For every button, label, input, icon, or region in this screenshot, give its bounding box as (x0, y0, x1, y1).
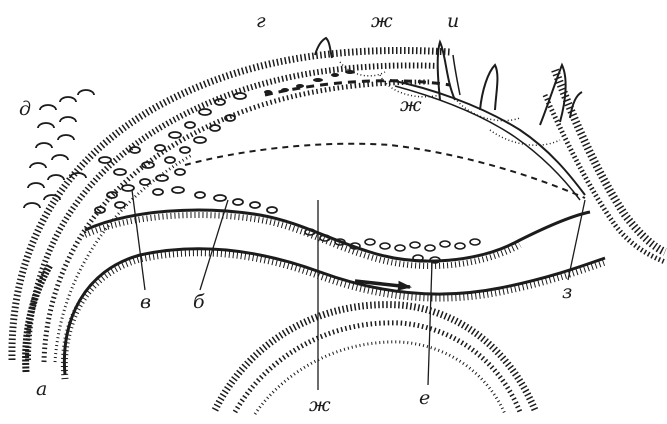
cell (194, 137, 206, 143)
cell (172, 187, 184, 193)
cell (440, 241, 450, 247)
cell (48, 175, 64, 180)
right-band-outer (555, 70, 665, 252)
label-zh-mid: ж (309, 396, 331, 415)
cell (99, 157, 111, 163)
cell (156, 175, 168, 181)
label-b: б (193, 293, 205, 312)
cell (78, 90, 94, 95)
cell (95, 207, 105, 213)
label-d: д (19, 100, 31, 119)
label-v: в (140, 293, 151, 312)
outer-layer-1 (12, 50, 450, 360)
cell (395, 245, 405, 251)
right-wall (315, 38, 665, 262)
label-zh-top: ж (371, 12, 393, 31)
lower-arch-1 (215, 305, 535, 410)
label-g: г (256, 12, 266, 31)
cell (180, 147, 190, 153)
cell (175, 169, 185, 175)
label-a: а (36, 380, 47, 399)
membrane-line-2 (395, 86, 580, 200)
lower-arch-2 (235, 323, 520, 412)
cell (28, 183, 44, 188)
epithelium-line (85, 210, 590, 261)
cell (331, 73, 339, 77)
label-z: з (562, 283, 572, 302)
cell (425, 245, 435, 251)
cell (345, 70, 355, 74)
label-e: е (419, 389, 430, 408)
cell (214, 195, 226, 201)
cell (233, 199, 243, 205)
cell (250, 202, 260, 208)
cell (165, 157, 175, 163)
lower-arch (215, 305, 535, 414)
cell (264, 90, 272, 94)
cell (199, 109, 211, 115)
cell (169, 132, 181, 138)
label-zh-bottom: ж (400, 96, 422, 115)
membrane-pointer-i (453, 55, 460, 95)
cell (234, 93, 246, 99)
cell (36, 143, 52, 148)
cell (470, 239, 480, 245)
cell (60, 97, 76, 102)
cell (455, 243, 465, 249)
cell (365, 239, 375, 245)
cell (313, 78, 323, 82)
cell (281, 88, 289, 92)
spike-3 (540, 65, 566, 125)
cell (30, 163, 46, 168)
cell (380, 243, 390, 249)
leader-e (428, 262, 432, 385)
cell (155, 145, 165, 151)
cell (115, 202, 125, 208)
cell-cluster-upper (95, 93, 277, 213)
cell (44, 195, 60, 200)
cell (52, 155, 68, 160)
cell (24, 203, 40, 208)
cell (296, 84, 304, 88)
label-i: и (447, 12, 459, 31)
cell (140, 179, 150, 185)
cell (267, 207, 277, 213)
cavity-dashed-outline (185, 144, 585, 198)
lumen-ticks (64, 253, 605, 379)
cell (215, 99, 225, 105)
cell (410, 242, 420, 248)
lower-arch-3 (255, 342, 505, 414)
leader-v (132, 190, 145, 290)
cell (38, 123, 54, 128)
cell (210, 125, 220, 131)
spike-2 (480, 65, 497, 110)
cell (185, 122, 195, 128)
cell (107, 192, 117, 198)
cell (40, 105, 56, 110)
leader-b (200, 200, 228, 290)
cell (58, 135, 74, 140)
cell (114, 169, 126, 175)
cell (153, 189, 163, 195)
cell (130, 147, 140, 153)
cell (60, 117, 76, 122)
cell (195, 192, 205, 198)
leader-lines (132, 190, 585, 390)
